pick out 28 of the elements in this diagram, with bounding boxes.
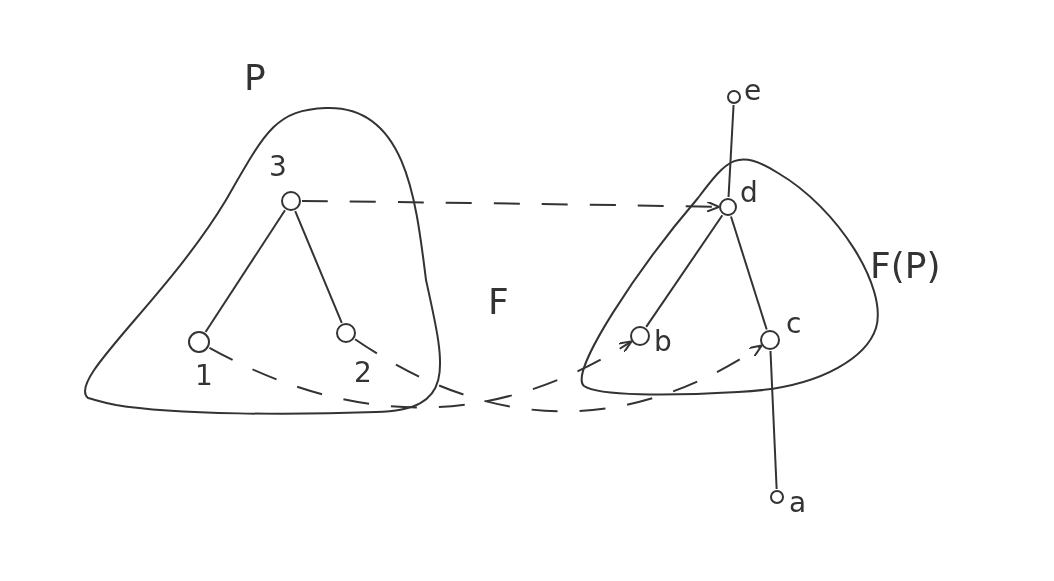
shape-label: P xyxy=(244,60,266,96)
node-label: 2 xyxy=(354,359,372,387)
shape-label: F(P) xyxy=(870,248,941,284)
node-label: d xyxy=(740,179,758,207)
node-label: 3 xyxy=(269,153,287,181)
node-circle xyxy=(336,323,356,343)
node-label: b xyxy=(654,328,672,356)
edge-line xyxy=(727,104,735,198)
node-label: c xyxy=(786,310,802,338)
mapping-label: F xyxy=(488,284,509,320)
node-label: 1 xyxy=(195,362,213,390)
node-circle xyxy=(770,490,784,504)
node-label: e xyxy=(744,77,762,105)
dashed-arrow xyxy=(208,340,633,409)
node-circle xyxy=(630,326,650,346)
edge-line xyxy=(204,209,286,333)
edge-line xyxy=(645,214,724,328)
dashed-arrow xyxy=(301,200,720,213)
node-circle xyxy=(719,198,737,216)
node-circle xyxy=(727,90,741,104)
node-circle xyxy=(281,191,301,211)
node-circle xyxy=(188,331,210,353)
edge-line xyxy=(294,210,343,324)
node-label: a xyxy=(789,489,807,517)
dashed-arrow xyxy=(354,338,763,413)
node-circle xyxy=(760,330,780,350)
edge-line xyxy=(730,215,768,331)
edge-line xyxy=(769,350,778,490)
